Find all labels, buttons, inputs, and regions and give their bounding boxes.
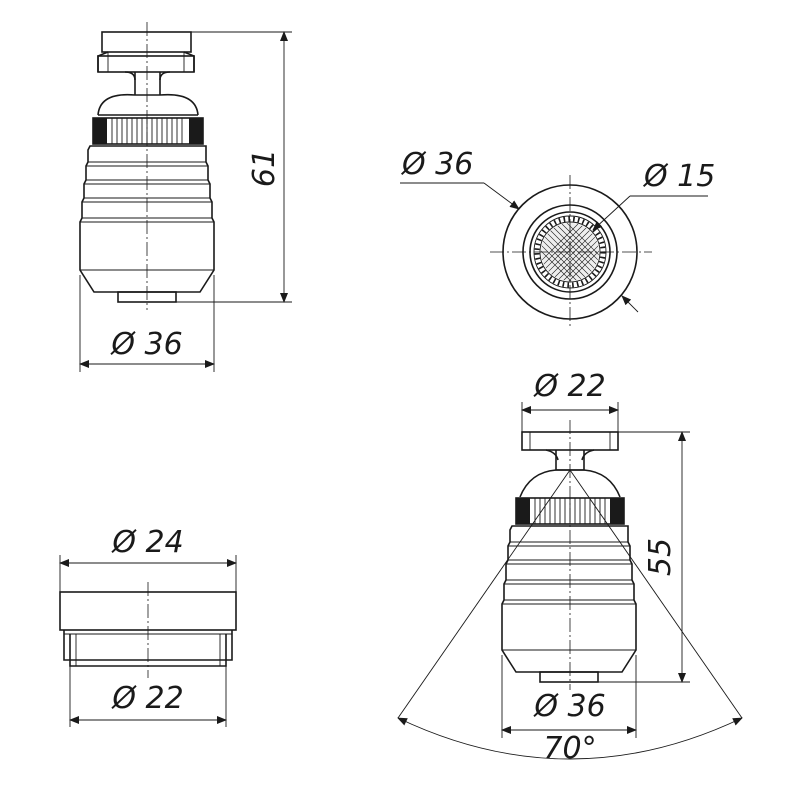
swivel-view-aerator: Ø 22 55 Ø 36 70°	[397, 369, 743, 766]
swivel-ribbed-body	[501, 525, 637, 683]
diameter-dimension: Ø 36	[79, 275, 215, 372]
swivel-ray-right	[569, 469, 743, 719]
end-mesh-diameter-label: Ø 15	[642, 159, 715, 194]
knurled-ring	[92, 117, 204, 145]
swivel-body-dimension: Ø 36	[501, 655, 637, 738]
swivel-angle-label: 70°	[543, 731, 596, 766]
swivel-height-label: 55	[643, 538, 678, 576]
adapter-view: Ø 24 Ø 22	[59, 525, 237, 727]
swivel-height-dimension: 55	[598, 431, 690, 683]
end-mesh-diameter-leader: Ø 15	[592, 159, 715, 231]
swivel-angle-dimension: 70°	[397, 717, 743, 766]
adapter-thread-diameter-label: Ø 22	[110, 681, 183, 716]
height-dimension: 61	[176, 31, 292, 303]
end-outer-diameter-leader: Ø 36	[400, 147, 639, 313]
end-outer-diameter-label: Ø 36	[400, 147, 473, 182]
swivel-top-dimension: Ø 22	[521, 369, 619, 432]
adapter-top-diameter-label: Ø 24	[110, 525, 183, 560]
side-height-label: 61	[247, 149, 282, 187]
ball-joint	[97, 93, 199, 116]
swivel-ray-left	[397, 469, 571, 719]
swivel-top-diameter-label: Ø 22	[532, 369, 605, 404]
side-view-aerator: 61 Ø 36	[79, 22, 292, 372]
end-view-aerator: Ø 36 Ø 15	[400, 147, 715, 328]
adapter-thread-dimension: Ø 22	[69, 666, 227, 727]
adapter-top-dimension: Ø 24	[59, 525, 237, 592]
neck	[124, 71, 171, 95]
top-cap	[97, 31, 195, 73]
swivel-body-diameter-label: Ø 36	[532, 689, 605, 724]
side-diameter-label: Ø 36	[109, 327, 182, 362]
